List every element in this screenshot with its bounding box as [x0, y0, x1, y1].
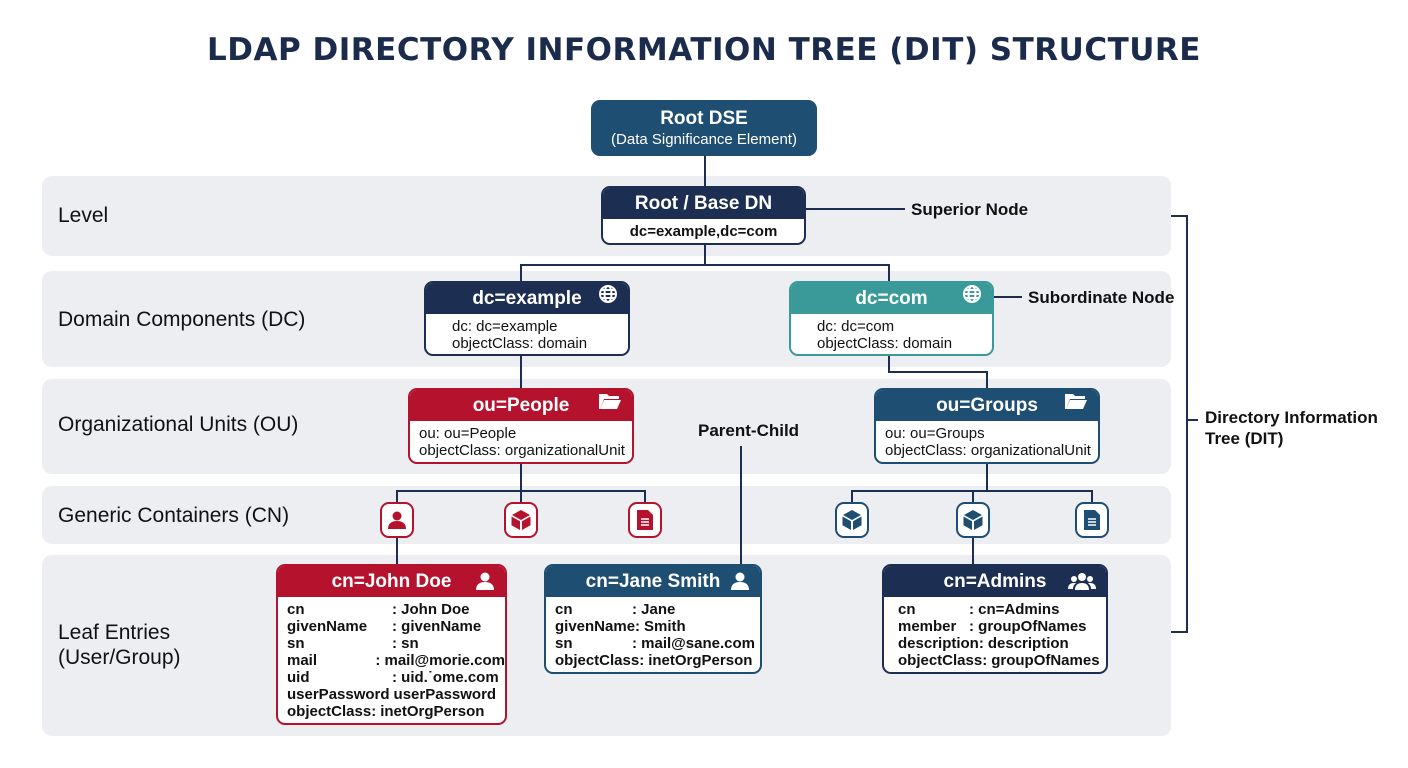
attribute-value: groupOfNames [991, 652, 1100, 669]
dit-label: Directory Information Tree (DIT) [1205, 408, 1378, 448]
attribute-value: userPassword [393, 686, 497, 703]
attribute-value: : Jane [632, 601, 676, 618]
attribute-line: objectClass: domain [452, 335, 588, 352]
attribute-key: objectClass: [555, 652, 645, 669]
attribute-line: ou: ou=People [419, 425, 517, 442]
parent-child-label: Parent-Child [698, 421, 800, 440]
container-cube-icon [956, 502, 990, 538]
attribute-row: sn : mail@sane.com [555, 635, 760, 652]
attribute-value: description [987, 635, 1069, 652]
attribute-value: inetOrgPerson [380, 703, 485, 720]
node-title: cn=Jane Smith [585, 571, 721, 592]
attribute-row: mail : mail@morie.com [287, 652, 505, 669]
root-dse-subtitle: (Data Significance Element) [611, 131, 797, 148]
node-title: cn=John Doe [331, 571, 452, 592]
attribute-value: : givenName [392, 618, 482, 635]
node-title: dc=com [855, 288, 928, 309]
attribute-key: objectClass: [287, 703, 377, 720]
container-cube-icon [504, 502, 538, 538]
node-title: ou=Groups [936, 395, 1038, 416]
attribute-value: Smith [644, 618, 686, 635]
attribute-key: member [898, 618, 957, 635]
attribute-line: objectClass: domain [817, 335, 953, 352]
attribute-key: description: [898, 635, 984, 652]
user-icon [730, 571, 750, 591]
node-title: dc=example [472, 288, 582, 309]
attribute-row: member : groupOfNames [898, 618, 1106, 635]
attribute-key: objectClass: [898, 652, 988, 669]
attribute-value: : groupOfNames [969, 618, 1087, 635]
attribute-value: : sn [392, 635, 419, 652]
ou-level-label: Organizational Units (OU) [58, 413, 299, 436]
attribute-value: : mail@morie.com [375, 652, 505, 669]
superior-node-label: Superior Node [911, 200, 1029, 219]
base-dn-value: dc=example,dc=com [629, 223, 778, 240]
folder-icon [1064, 390, 1088, 421]
attribute-line: objectClass: organizationalUnit [419, 442, 625, 459]
folder-icon [598, 390, 622, 421]
attribute-key: cn [898, 601, 916, 618]
attribute-key: givenName: [555, 618, 641, 635]
attribute-key: mail [287, 652, 318, 669]
globe-icon [962, 283, 982, 314]
attribute-line: ou: ou=Groups [885, 425, 985, 442]
attribute-row: objectClass:inetOrgPerson [555, 652, 760, 669]
attribute-row: cn : Jane [555, 601, 760, 618]
attribute-value: : uid.˙ome.com [392, 669, 499, 686]
attribute-row: description:description [898, 635, 1106, 652]
attribute-value: : cn=Admins [969, 601, 1060, 618]
attribute-row: objectClass:groupOfNames [898, 652, 1106, 669]
root-dse-title: Root DSE [660, 108, 748, 129]
dc-level-label: Domain Components (DC) [58, 308, 306, 331]
attribute-key: cn [555, 601, 573, 618]
attribute-key: sn [555, 635, 573, 652]
globe-icon [598, 283, 618, 314]
cn-level-label: Generic Containers (CN) [58, 504, 290, 527]
attribute-line: objectClass: organizationalUnit [885, 442, 1091, 459]
node-title: ou=People [472, 395, 570, 416]
attribute-value: inetOrgPerson [648, 652, 753, 669]
attribute-key: sn [287, 635, 305, 652]
attribute-row: cn : cn=Admins [898, 601, 1106, 618]
root-dse-node: Root DSE (Data Significance Element) [591, 100, 817, 156]
attribute-key: givenName [287, 618, 368, 635]
base-dn-node: Root / Base DN dc=example,dc=com [601, 186, 806, 245]
attribute-row: objectClass:inetOrgPerson [287, 703, 505, 720]
leaf-john-node: cn=John Doe cn : John Doe givenName : given… [276, 564, 507, 725]
attribute-row: uid : uid.˙ome.com [287, 669, 505, 686]
attribute-key: cn [287, 601, 305, 618]
container-user-icon [380, 502, 414, 538]
attribute-line: dc: dc=com [817, 318, 895, 335]
node-title: cn=Admins [943, 571, 1047, 592]
level-label: Level [58, 204, 109, 227]
attribute-key: userPassword [287, 686, 390, 703]
users-icon [1068, 571, 1096, 591]
page-title: LDAP DIRECTORY INFORMATION TREE (DIT) ST… [207, 32, 1201, 68]
attribute-value: : John Doe [392, 601, 470, 618]
attribute-row: givenName : givenName [287, 618, 505, 635]
attribute-line: dc: dc=example [452, 318, 558, 335]
container-document-icon [1075, 502, 1109, 538]
leaf-level-label: Leaf Entries (User/Group) [58, 621, 181, 669]
subordinate-node-label: Subordinate Node [1028, 288, 1175, 307]
leaf-admins-node: cn=Admins cn : cn=Admins member : groupOfNa… [882, 564, 1108, 674]
base-dn-title: Root / Base DN [603, 188, 804, 219]
attribute-row: givenName:Smith [555, 618, 760, 635]
attribute-row: sn : sn [287, 635, 505, 652]
container-document-icon [628, 502, 662, 538]
attribute-key: uid [287, 669, 310, 686]
container-cube-icon [835, 502, 869, 538]
user-icon [475, 571, 495, 591]
attribute-value: : mail@sane.com [632, 635, 756, 652]
attribute-row: cn : John Doe [287, 601, 505, 618]
